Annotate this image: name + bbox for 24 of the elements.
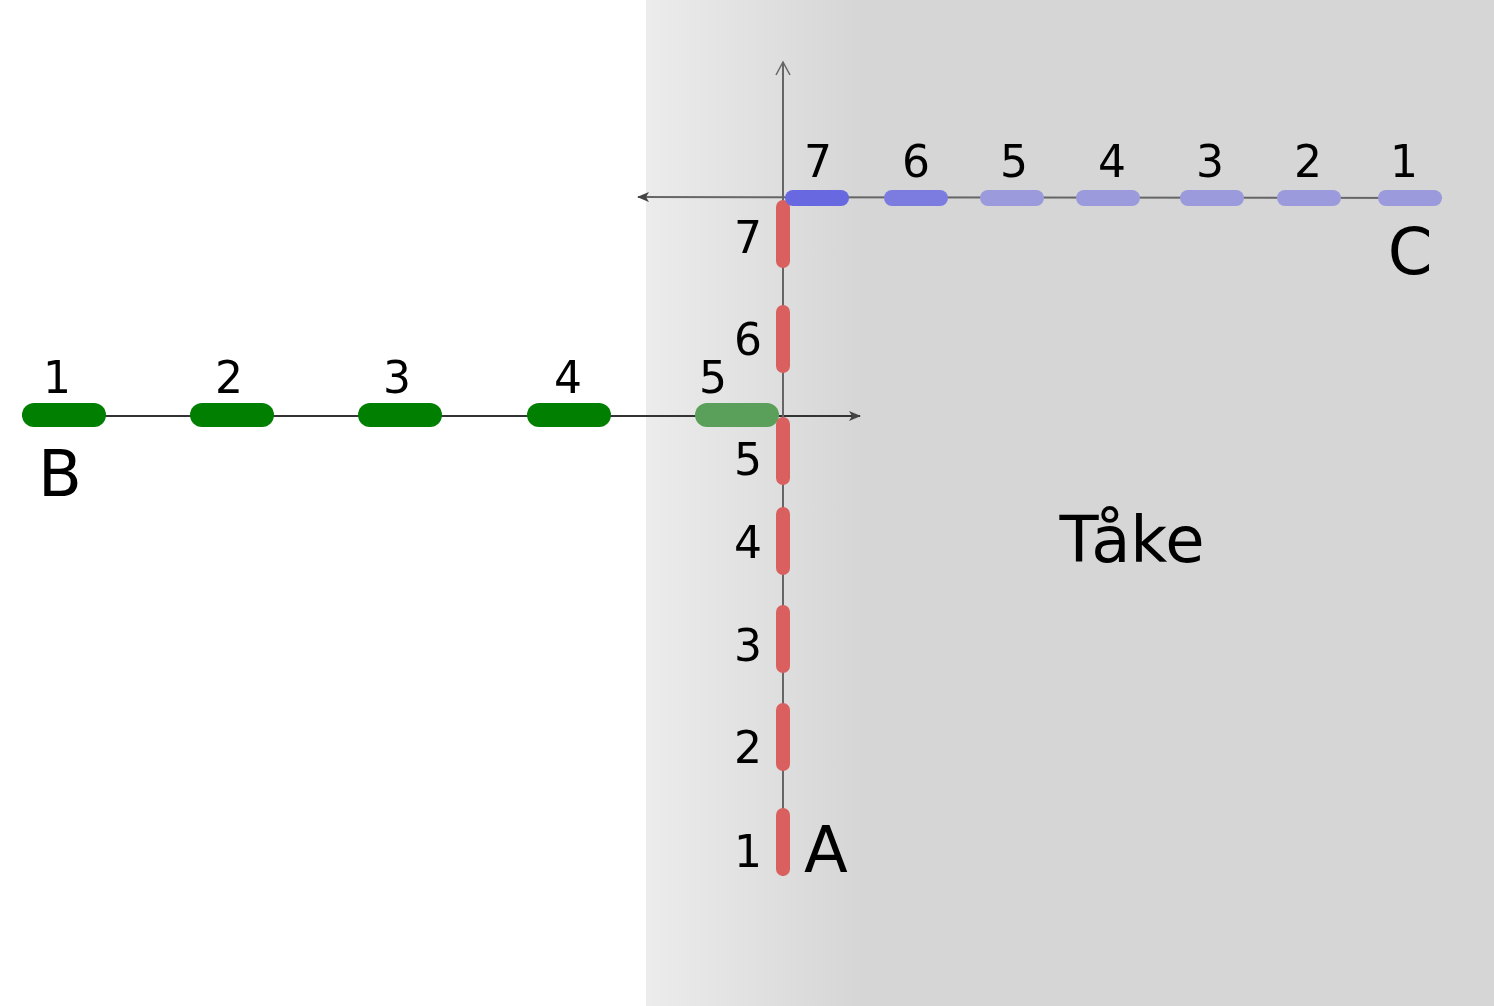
position-number: 1 <box>1390 140 1418 184</box>
position-number: 7 <box>804 140 832 184</box>
fog-label: Tåke <box>1059 508 1205 572</box>
position-number: 2 <box>215 356 243 400</box>
ship-label: A <box>804 818 848 882</box>
position-number: 5 <box>734 438 762 482</box>
position-number: 3 <box>1196 140 1224 184</box>
fog-region <box>646 0 1494 1006</box>
ship-label: C <box>1387 220 1433 284</box>
position-number: 2 <box>734 726 762 770</box>
position-number: 6 <box>734 318 762 362</box>
position-number: 4 <box>734 521 762 565</box>
position-number: 5 <box>1000 140 1028 184</box>
position-number: 3 <box>383 356 411 400</box>
position-number: 4 <box>1098 140 1126 184</box>
position-number: 1 <box>734 830 762 874</box>
position-number: 1 <box>43 356 71 400</box>
position-number: 6 <box>902 140 930 184</box>
position-number: 2 <box>1294 140 1322 184</box>
position-number: 3 <box>734 624 762 668</box>
position-number: 4 <box>554 356 582 400</box>
ship-label: B <box>38 442 82 506</box>
position-number: 7 <box>734 216 762 260</box>
position-number: 5 <box>699 356 727 400</box>
